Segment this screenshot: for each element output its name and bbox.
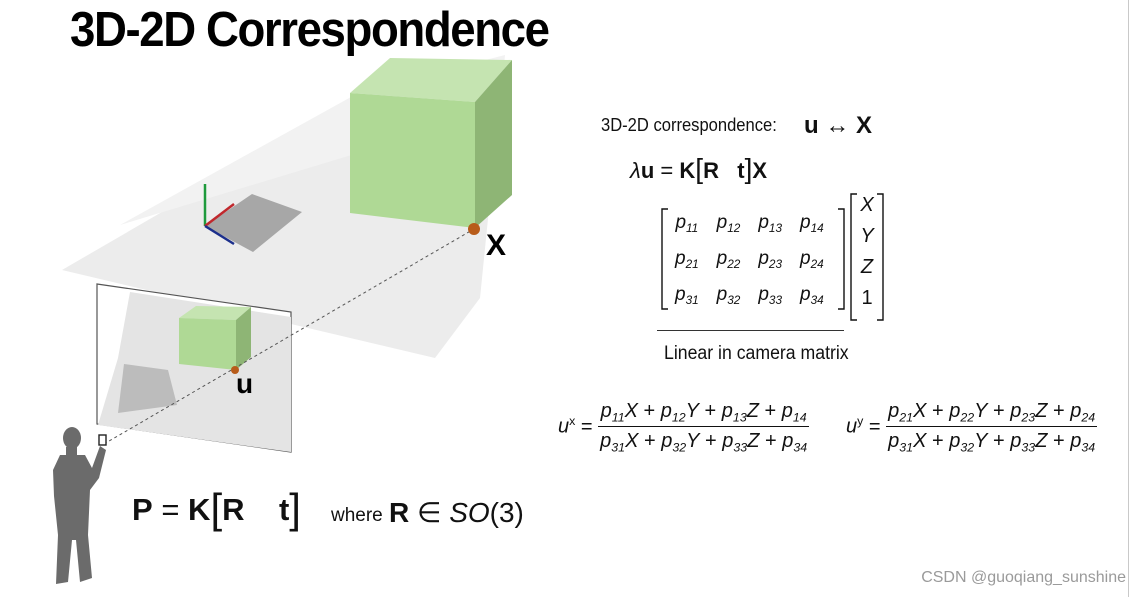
correspondence-rhs: X [856, 112, 873, 139]
matrix-cell: p24 [800, 248, 824, 272]
vector-entry: Y [860, 225, 874, 247]
correspondence-arrow: ↔ [825, 112, 850, 139]
image-plane-plane [118, 364, 177, 413]
ux-equation: ux = p11X + p12Y + p13Z + p14 p31X + p32… [558, 400, 810, 455]
camera-icon [98, 434, 107, 446]
projection-equation: λu = K[R t]X [630, 153, 768, 184]
where-text: where [331, 505, 383, 526]
in-symbol: ∈ [417, 497, 442, 528]
matrix-row: p21 p22 p23 p24 [666, 242, 833, 278]
projection-K: K [679, 158, 696, 183]
point-2d-label: u [236, 368, 253, 399]
axis-z [204, 224, 235, 246]
projection-eq: = [660, 158, 674, 183]
matrix-cell: p33 [758, 284, 783, 308]
rotation-constraint: R ∈ SO(3) [389, 496, 524, 529]
projection-ray [103, 228, 475, 445]
P-R: R [222, 492, 245, 527]
point-3d-marker [468, 223, 480, 235]
so-text: SO [449, 497, 490, 528]
caption-underline [657, 330, 844, 331]
ux-lhs: u [558, 415, 570, 438]
image-cube-front [179, 318, 236, 370]
point-2d-marker [231, 366, 239, 374]
uy-denominator: p31X + p32Y + p33Z + p34 [886, 426, 1098, 455]
projection-X: X [752, 158, 768, 183]
P-K: K [188, 492, 211, 527]
matrix-cell: p22 [716, 248, 741, 272]
matrix-cell: p32 [716, 284, 741, 308]
matrix-cell: p13 [758, 212, 783, 236]
person-icon [53, 427, 106, 584]
correspondence-lhs: u [804, 112, 819, 139]
slide-border [1128, 0, 1129, 597]
matrix-cell: p34 [800, 284, 824, 308]
matrix-cell: p11 [675, 212, 699, 236]
matrix-right-bracket [838, 208, 845, 310]
uy-fraction: p21X + p22Y + p23Z + p24 p31X + p32Y + p… [886, 400, 1098, 455]
image-cube-top [179, 306, 251, 320]
projection-t: t [737, 158, 745, 183]
matrix-cell: p21 [675, 248, 699, 272]
matrix-cell: p14 [800, 212, 824, 236]
vector-brackets [850, 193, 884, 321]
axis-x [204, 203, 235, 227]
R-symbol: R [389, 497, 410, 528]
P-lhs: P [132, 492, 153, 527]
cube-top-face [350, 58, 512, 102]
linear-caption: Linear in camera matrix [664, 343, 849, 364]
matrix-table: p11 p12 p13 p14 p21 p22 p23 p24 p31 p32 p33 p34 [666, 206, 833, 314]
uy-lhs: u [846, 415, 858, 438]
matrix-cell: p31 [675, 284, 699, 308]
camera-matrix-definition: P = K[R t] [132, 485, 301, 532]
cube-side-face [475, 60, 512, 228]
uy-equation: uy = p21X + p22Y + p23Z + p24 p31X + p32… [846, 400, 1098, 455]
cube-front-face [350, 93, 475, 228]
correspondence-equation: u ↔ X [804, 112, 872, 140]
correspondence-caption: 3D-2D correspondence: [601, 115, 777, 135]
matrix-left-bracket [661, 208, 668, 310]
ux-fraction: p11X + p12Y + p13Z + p14 p31X + p32Y + p… [598, 400, 810, 455]
P-eq: = [161, 492, 180, 527]
matrix-row: p31 p32 p33 p34 [666, 278, 833, 314]
image-cube-side [236, 307, 251, 370]
uy-sup: y [857, 414, 864, 429]
projection-u: u [640, 158, 655, 183]
ux-denominator: p31X + p32Y + p33Z + p34 [598, 426, 810, 455]
vector-entry: Z [860, 256, 874, 278]
vector-entry: 1 [861, 287, 873, 309]
matrix-row: p11 p12 p13 p14 [666, 206, 833, 242]
P-t: t [278, 492, 290, 527]
watermark: CSDN @guoqiang_sunshine [921, 569, 1126, 586]
matrix-cell: p12 [716, 212, 741, 236]
ux-numerator: p11X + p12Y + p13Z + p14 [600, 400, 807, 425]
slide-title: 3D-2D Correspondence [70, 3, 550, 57]
so-arg: (3) [489, 497, 524, 528]
vector-entry: X [860, 194, 874, 216]
world-plane [205, 194, 302, 252]
point-3d-label: X [486, 229, 506, 262]
matrix-cell: p23 [758, 248, 783, 272]
projection-R: R [703, 158, 719, 183]
uy-numerator: p21X + p22Y + p23Z + p24 [888, 400, 1096, 425]
projection-lambda: λ [630, 158, 641, 183]
ux-sup: x [569, 414, 576, 429]
